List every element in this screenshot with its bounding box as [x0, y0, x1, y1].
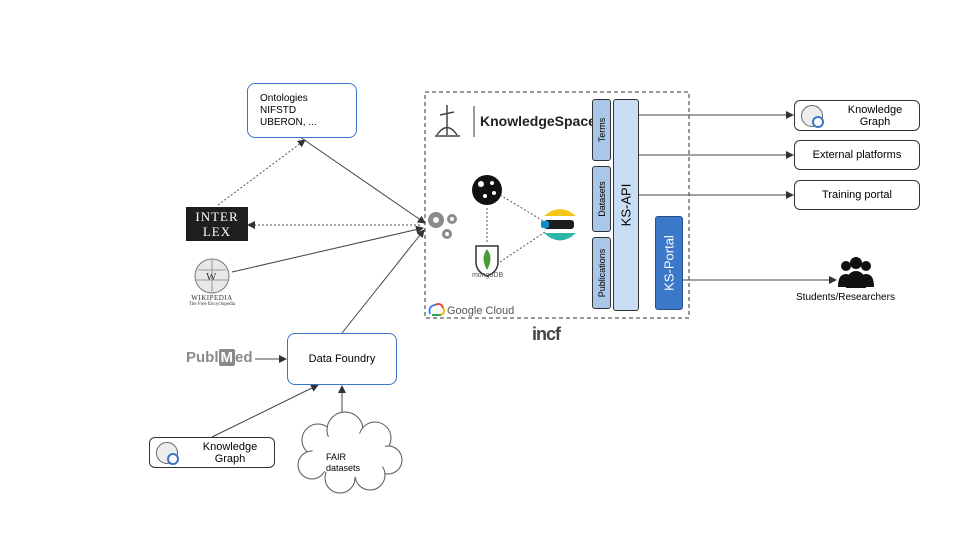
wikipedia-globe-icon: W — [194, 258, 230, 294]
ontologies-to-gear — [299, 136, 426, 224]
knowledge-graph-bottom-box: Knowledge Graph — [149, 437, 275, 468]
terms-label: Terms — [596, 117, 607, 143]
knowledge-graph-top-icon — [801, 104, 824, 128]
interlex-logo: INTER LEX — [186, 207, 248, 241]
knowledgespace-logo-icon — [435, 105, 460, 137]
knowledgespace-wordmark: KnowledgeSpace — [480, 113, 596, 129]
incf-logo: incf — [532, 324, 561, 344]
fair-datasets-cloud — [297, 411, 403, 494]
datafoundry-to-gear — [341, 229, 425, 334]
interlex-line-1: INTER — [195, 209, 239, 224]
students-researchers-label: Students/Researchers — [796, 292, 895, 303]
publications-tab: Publications — [592, 237, 611, 309]
pubmed-m: M — [218, 349, 235, 366]
wikipedia-tagline: The Free Encyclopedia — [188, 302, 236, 307]
training-portal-label: Training portal — [822, 189, 892, 201]
fair-label-line-1: FAIR — [326, 452, 347, 462]
mongodb-leaf-icon — [475, 245, 499, 277]
elastic-icon — [541, 209, 576, 241]
fair-datasets-label: FAIR datasets — [326, 452, 360, 474]
uberon-label: UBERON, ... — [260, 116, 317, 128]
terms-tab: Terms — [592, 99, 611, 161]
external-platforms-label: External platforms — [812, 149, 902, 161]
nifstd-label: NIFSTD — [260, 104, 297, 116]
kg-to-datafoundry — [211, 384, 319, 438]
pubmed-right: ed — [235, 349, 253, 366]
mongodb-to-elastic — [499, 231, 546, 263]
data-foundry-label: Data Foundry — [308, 353, 376, 365]
datasets-label: Datasets — [596, 181, 607, 217]
external-platforms-box: External platforms — [794, 140, 920, 170]
training-portal-box: Training portal — [794, 180, 920, 210]
knowledge-graph-top-box: Knowledge Graph — [794, 100, 920, 131]
datasets-tab: Datasets — [592, 166, 611, 232]
students-group-icon — [838, 257, 874, 288]
ks-portal-block: KS-Portal — [655, 216, 683, 310]
wikipedia-to-gear — [231, 225, 424, 273]
knowledge-graph-top-label: Knowledge Graph — [847, 103, 903, 128]
ontologies-box: Ontologies NIFSTD UBERON, ... — [247, 83, 357, 138]
svg-text:W: W — [206, 271, 217, 283]
ks-api-block: KS-API — [613, 99, 639, 311]
publications-label: Publications — [596, 248, 607, 298]
interlex-to-ontologies — [217, 139, 306, 206]
google-cloud-icon — [428, 303, 446, 316]
wikipedia-wordmark: WIKIPEDIA — [191, 294, 233, 302]
ks-portal-label: KS-Portal — [661, 235, 677, 291]
wikipedia-logo-caption: WIKIPEDIA The Free Encyclopedia — [184, 294, 240, 307]
data-foundry-box: Data Foundry — [287, 333, 397, 385]
mongodb-wordmark: mongoDB — [472, 272, 504, 279]
knowledge-graph-bottom-label: Knowledge Graph — [202, 440, 258, 465]
knowledge-graph-icon — [156, 441, 179, 465]
neo4j-to-elastic — [499, 194, 546, 223]
google-cloud-wordmark: Google Cloud — [447, 305, 515, 317]
ks-api-label: KS-API — [618, 183, 634, 227]
gears-icon — [428, 212, 457, 239]
interlex-line-2: LEX — [202, 224, 232, 239]
fair-label-line-2: datasets — [326, 463, 361, 473]
pubmed-left: Publ — [186, 349, 219, 366]
ontologies-label: Ontologies — [260, 92, 308, 104]
neo4j-icon — [472, 175, 502, 205]
